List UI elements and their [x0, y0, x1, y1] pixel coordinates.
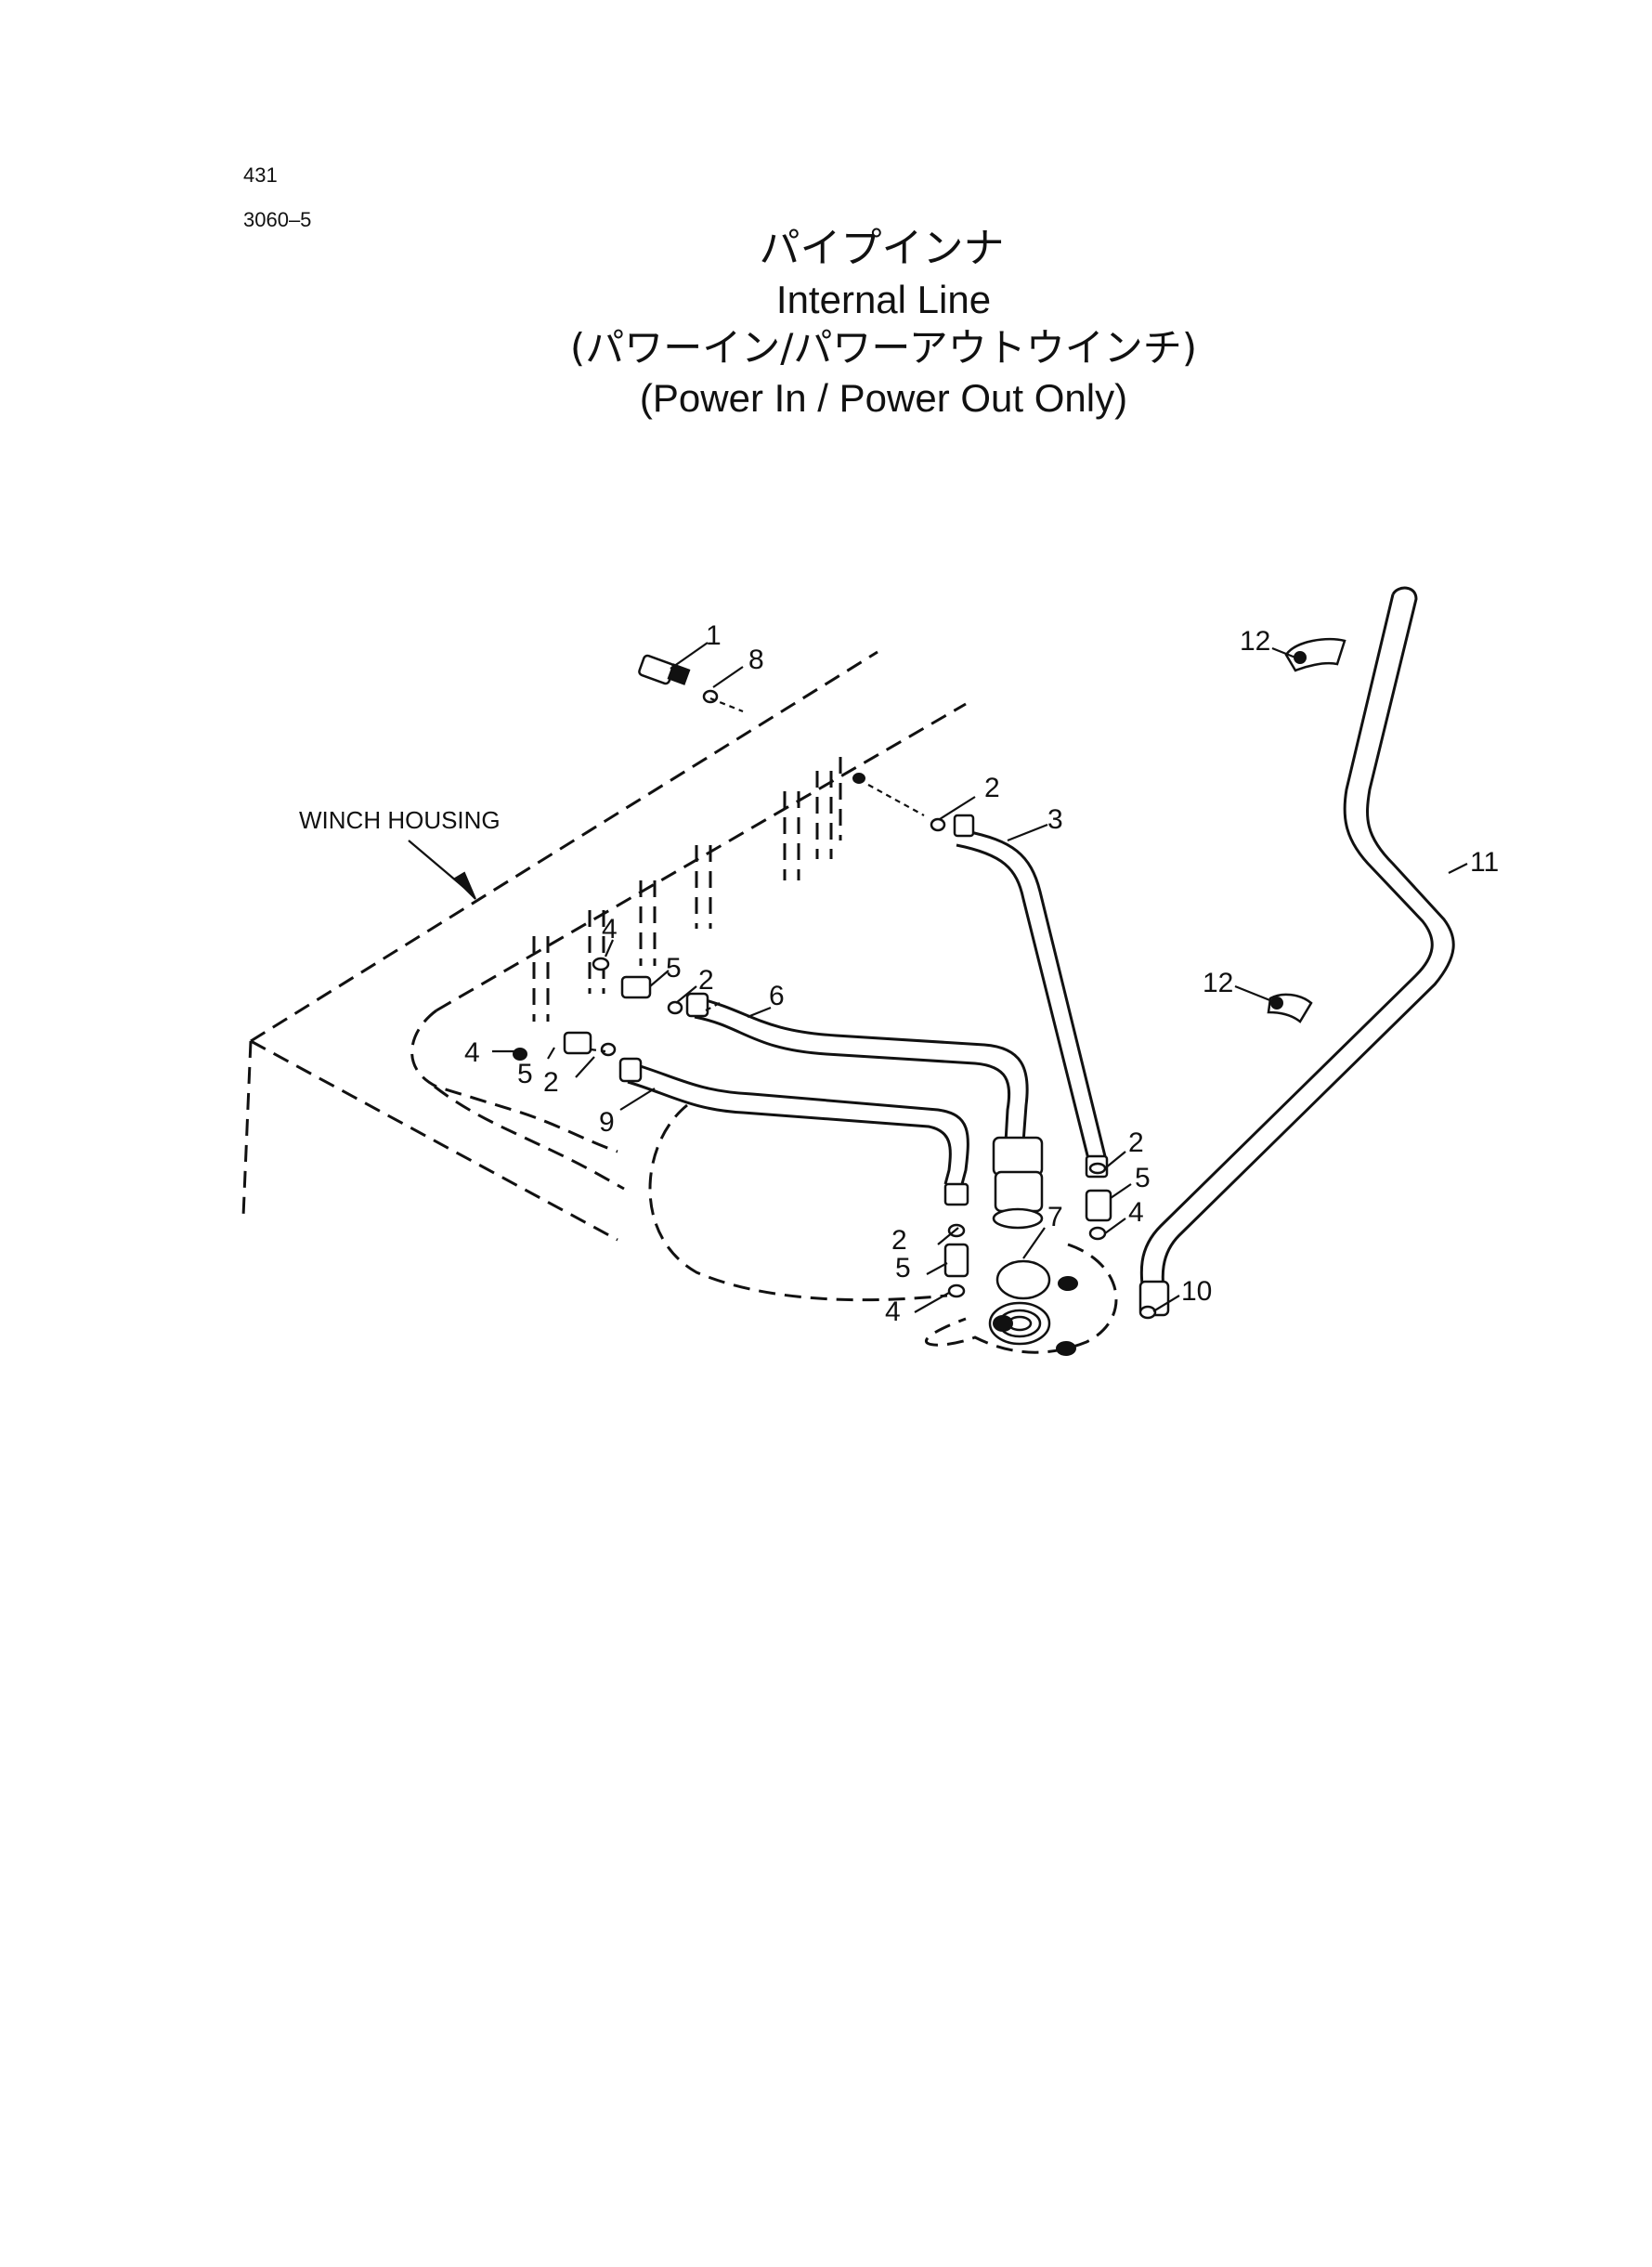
callout-2-a: 2 — [984, 773, 1000, 803]
callout-2-d: 2 — [891, 1225, 907, 1256]
part-2-oring-a — [930, 817, 946, 832]
callout-6: 6 — [769, 981, 785, 1011]
part-7-oring — [995, 1259, 1051, 1300]
pipe-11 — [1139, 586, 1455, 1301]
part-4-oring-a — [592, 957, 610, 971]
part-2-oring-c — [600, 1042, 617, 1057]
title-english: Internal Line — [775, 278, 992, 321]
winch-housing-outline — [241, 650, 1118, 1354]
callout-8: 8 — [748, 645, 764, 675]
part-12-clamp-lower — [1267, 993, 1313, 1023]
part-9-end-fitting — [943, 1182, 969, 1206]
callout-9: 9 — [599, 1107, 615, 1138]
callout-5-a: 5 — [666, 953, 682, 984]
leader-lines — [492, 642, 1468, 1313]
part-4-oring-d — [1088, 1226, 1107, 1241]
part-3-fitting — [953, 814, 975, 838]
callout-4-b: 4 — [464, 1037, 480, 1068]
part-2-oring-b — [667, 1000, 683, 1015]
callout-12-a: 12 — [1240, 626, 1270, 657]
part-5-fitting-c — [943, 1243, 969, 1278]
callout-11: 11 — [1470, 847, 1499, 878]
subtitle-english: (Power In / Power Out Only) — [639, 376, 1128, 420]
callout-7: 7 — [1047, 1202, 1063, 1232]
part-port-marker-a — [993, 1315, 1013, 1332]
part-12-clamp-upper — [1284, 637, 1346, 672]
callout-1: 1 — [706, 620, 722, 651]
part-port-marker-b — [1058, 1276, 1078, 1291]
part-port-marker-c — [1056, 1341, 1076, 1356]
part-4-oring-c — [947, 1283, 966, 1298]
callout-2-b: 2 — [698, 965, 714, 996]
part-filter-canister — [992, 1136, 1044, 1230]
winch-housing-arrow — [408, 840, 476, 900]
part-6-fitting — [685, 992, 709, 1018]
pipe-3 — [956, 829, 1107, 1160]
pipe-9 — [627, 1062, 969, 1185]
callout-12-b: 12 — [1203, 968, 1233, 998]
document-code: 3060–5 — [243, 208, 312, 231]
callout-10: 10 — [1181, 1276, 1212, 1307]
callout-2-c: 2 — [543, 1067, 559, 1098]
pipe-6 — [694, 997, 1029, 1143]
callout-5-c: 5 — [895, 1253, 911, 1283]
part-5-fitting-d — [1085, 1189, 1112, 1222]
page-number: 431 — [243, 163, 278, 187]
callout-2-e: 2 — [1128, 1127, 1144, 1158]
callout-4-a: 4 — [602, 914, 618, 945]
callout-4-c: 4 — [885, 1296, 901, 1327]
winch-housing-label: WINCH HOUSING — [299, 806, 501, 834]
callout-3: 3 — [1047, 804, 1063, 835]
callout-5-b: 5 — [517, 1059, 533, 1089]
part-4-oring-b — [513, 1048, 527, 1061]
callout-5-d: 5 — [1135, 1163, 1151, 1193]
part-2-oring-e — [1088, 1162, 1107, 1175]
title-japanese: パイプインナ — [759, 225, 1005, 272]
part-1-fitting — [638, 654, 691, 685]
part-5-fitting-a — [620, 975, 652, 999]
part-10-oring — [1138, 1305, 1157, 1320]
part-9-fitting — [618, 1057, 643, 1083]
part-hole-marker — [852, 773, 865, 784]
subtitle-japanese: (パワーイン/パワーアウトウインチ) — [569, 325, 1198, 371]
part-threaded-port — [988, 1301, 1051, 1346]
callout-4-d: 4 — [1128, 1197, 1144, 1228]
part-5-fitting-b — [563, 1031, 592, 1055]
